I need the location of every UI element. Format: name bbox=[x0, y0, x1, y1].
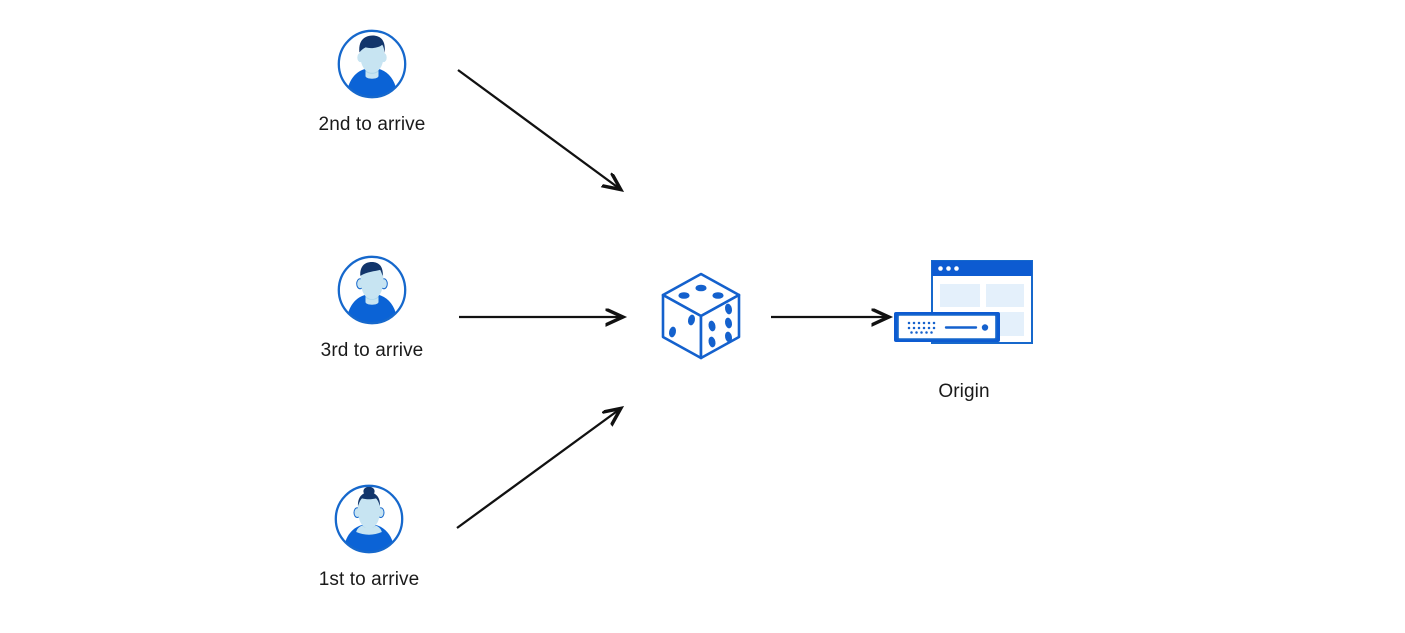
node-origin: Origin bbox=[888, 255, 1040, 403]
server-appliance-icon bbox=[894, 312, 1000, 342]
node-label: 2nd to arrive bbox=[318, 114, 426, 135]
node-visitor-2nd: 2nd to arrive bbox=[297, 26, 447, 136]
user-avatar-icon bbox=[334, 26, 410, 102]
arrow-1st-to-die bbox=[456, 409, 620, 529]
node-label: 3rd to arrive bbox=[320, 340, 424, 361]
node-label: Origin bbox=[938, 381, 990, 402]
user-avatar-icon bbox=[334, 252, 410, 328]
node-visitor-3rd: 3rd to arrive bbox=[297, 252, 447, 362]
user-avatar-icon bbox=[331, 481, 407, 557]
node-visitor-1st: 1st to arrive bbox=[294, 481, 444, 591]
origin-server-icon bbox=[888, 255, 1040, 365]
arrow-2nd-to-die bbox=[457, 69, 620, 189]
node-label: 1st to arrive bbox=[318, 569, 420, 590]
node-randomizer bbox=[655, 268, 747, 364]
dice-icon bbox=[655, 268, 747, 364]
